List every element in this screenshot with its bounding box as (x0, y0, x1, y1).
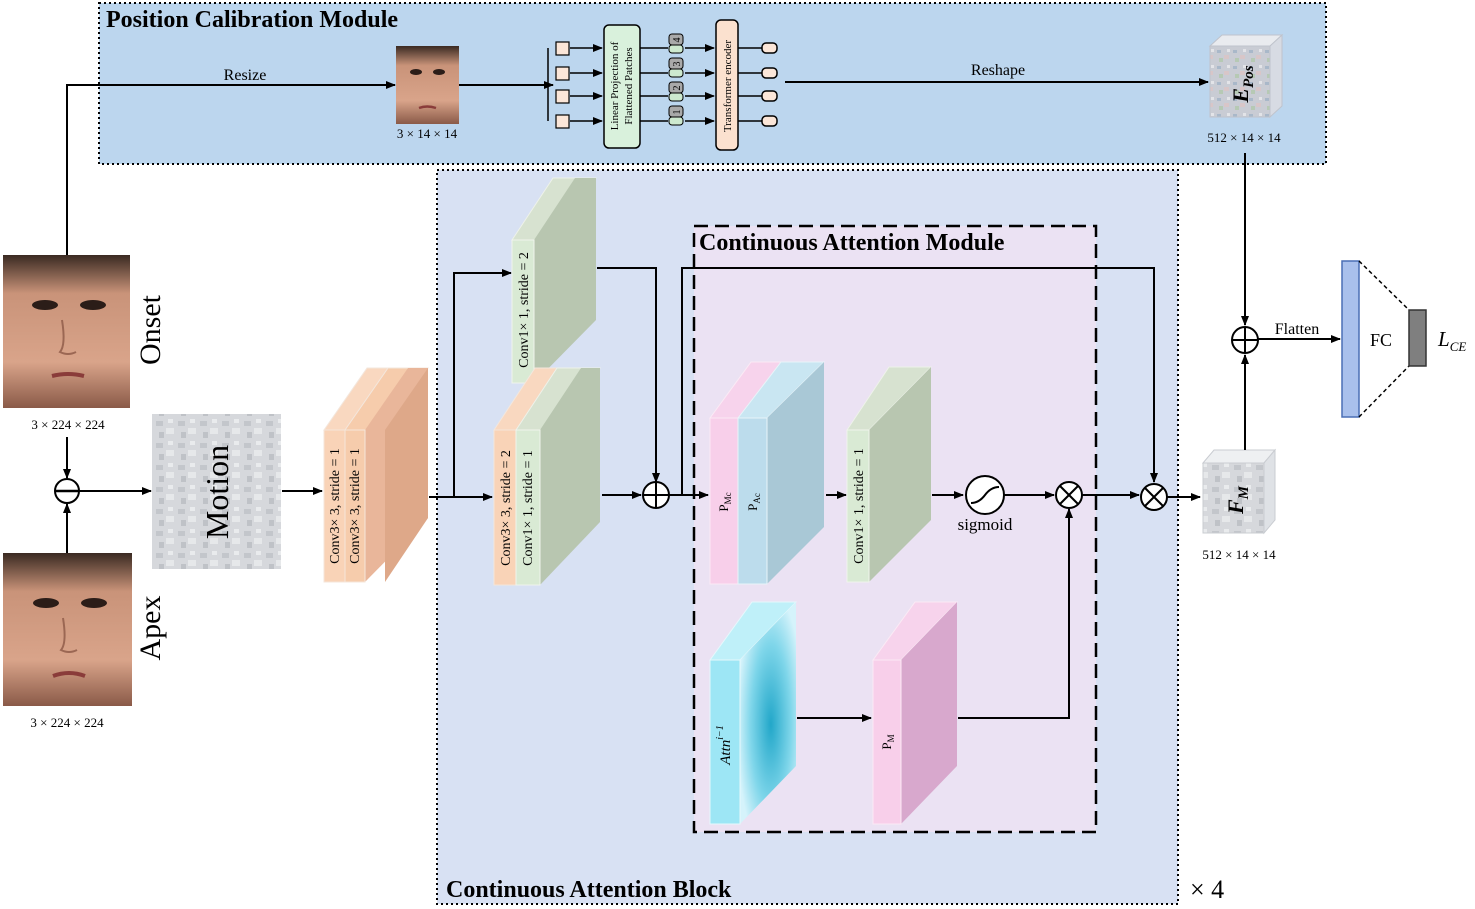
sigmoid-label: sigmoid (958, 515, 1013, 534)
skip-conv-label: Conv1× 1, stride = 2 (517, 252, 532, 368)
flatten-label: Flatten (1275, 321, 1319, 338)
fc-label: FC (1370, 330, 1392, 350)
main-conv-a-label: Conv3× 3, stride = 2 (499, 450, 514, 566)
patch-arrows (570, 44, 603, 125)
main-conv-block (493, 367, 601, 586)
patch-number-1: 1 (672, 110, 683, 115)
fm-symbol: FM (1223, 485, 1252, 515)
pcm-panel (98, 2, 1327, 165)
linear-projection-line1: Linear Projection of (609, 41, 621, 130)
cam-conv-label: Conv1× 1, stride = 1 (852, 448, 867, 564)
resized-face-image (396, 46, 459, 124)
linear-projection-line2: Flattened Patches (623, 47, 635, 124)
patch-number-3: 3 (672, 62, 683, 67)
arrow-skip-to-add (597, 267, 660, 483)
output-tokens (738, 42, 778, 127)
position-tokens (668, 33, 684, 126)
cam-conv-block (846, 366, 933, 583)
sigmoid-icon (965, 475, 1005, 515)
multiply-operator-1 (1055, 481, 1083, 509)
cam-title: Continuous Attention Module (699, 230, 1005, 256)
apex-dim: 3 × 224 × 224 (30, 715, 104, 730)
cab-title: Continuous Attention Block (446, 877, 732, 903)
motion-label: Motion (199, 445, 235, 539)
repeat-label: × 4 (1190, 875, 1224, 904)
fc-layer (1341, 260, 1360, 418)
attn-label: Attni−1 (715, 725, 734, 766)
arrow-stem-to-skip (453, 269, 512, 497)
stem-conv-a-label: Conv3× 3, stride = 1 (328, 448, 343, 564)
resized-dim: 3 × 14 × 14 (397, 126, 458, 141)
arrow-residual-to-mult (681, 267, 1158, 495)
pooling-block (709, 361, 826, 585)
stem-conv-b-label: Conv3× 3, stride = 1 (348, 448, 363, 564)
motion-map (152, 414, 281, 569)
subtract-operator (54, 478, 80, 504)
onset-label: Onset (134, 294, 167, 365)
patch-squares (555, 41, 570, 129)
reshape-label: Reshape (971, 62, 1025, 79)
onset-dim: 3 × 224 × 224 (31, 417, 105, 432)
p-m-label: PM (879, 734, 896, 749)
feature-map-cube (1201, 448, 1277, 535)
skip-conv-block (511, 177, 597, 384)
patch-number-4: 4 (672, 38, 683, 43)
main-conv-b-label: Conv1× 1, stride = 1 (521, 450, 536, 566)
pos-embedding-symbol: EPos (1228, 65, 1257, 103)
patch-number-2: 2 (672, 86, 683, 91)
resize-label: Resize (224, 67, 267, 84)
linear-projection-box (603, 24, 641, 149)
p-mc-label: PMc (716, 492, 733, 511)
p-ac-label: PAc (745, 493, 762, 511)
apex-face-image (3, 553, 132, 706)
apex-label: Apex (134, 596, 167, 661)
arrow-resize (66, 81, 396, 255)
transformer-label: Transformer encoder (722, 40, 734, 132)
loss-node (1408, 309, 1427, 367)
pos-embedding-dim: 512 × 14 × 14 (1207, 130, 1281, 145)
token-arrows (640, 44, 715, 125)
arrow-pm-to-mult (958, 508, 1073, 719)
p-m-block (872, 601, 959, 825)
add-operator-2 (1231, 326, 1259, 354)
position-embedding-cube (1208, 33, 1284, 119)
onset-face-image (3, 255, 130, 408)
multiply-operator-2 (1140, 483, 1168, 511)
loss-label: LCE (1437, 327, 1466, 354)
add-operator-1 (642, 481, 670, 509)
fc-connect-top (1358, 260, 1410, 311)
fc-connect-bottom (1358, 365, 1410, 418)
transformer-encoder-box (715, 19, 739, 151)
fm-dim: 512 × 14 × 14 (1202, 547, 1276, 562)
stem-conv-block (323, 367, 429, 583)
attention-map-block (709, 601, 798, 825)
pcm-title: Position Calibration Module (106, 7, 398, 33)
